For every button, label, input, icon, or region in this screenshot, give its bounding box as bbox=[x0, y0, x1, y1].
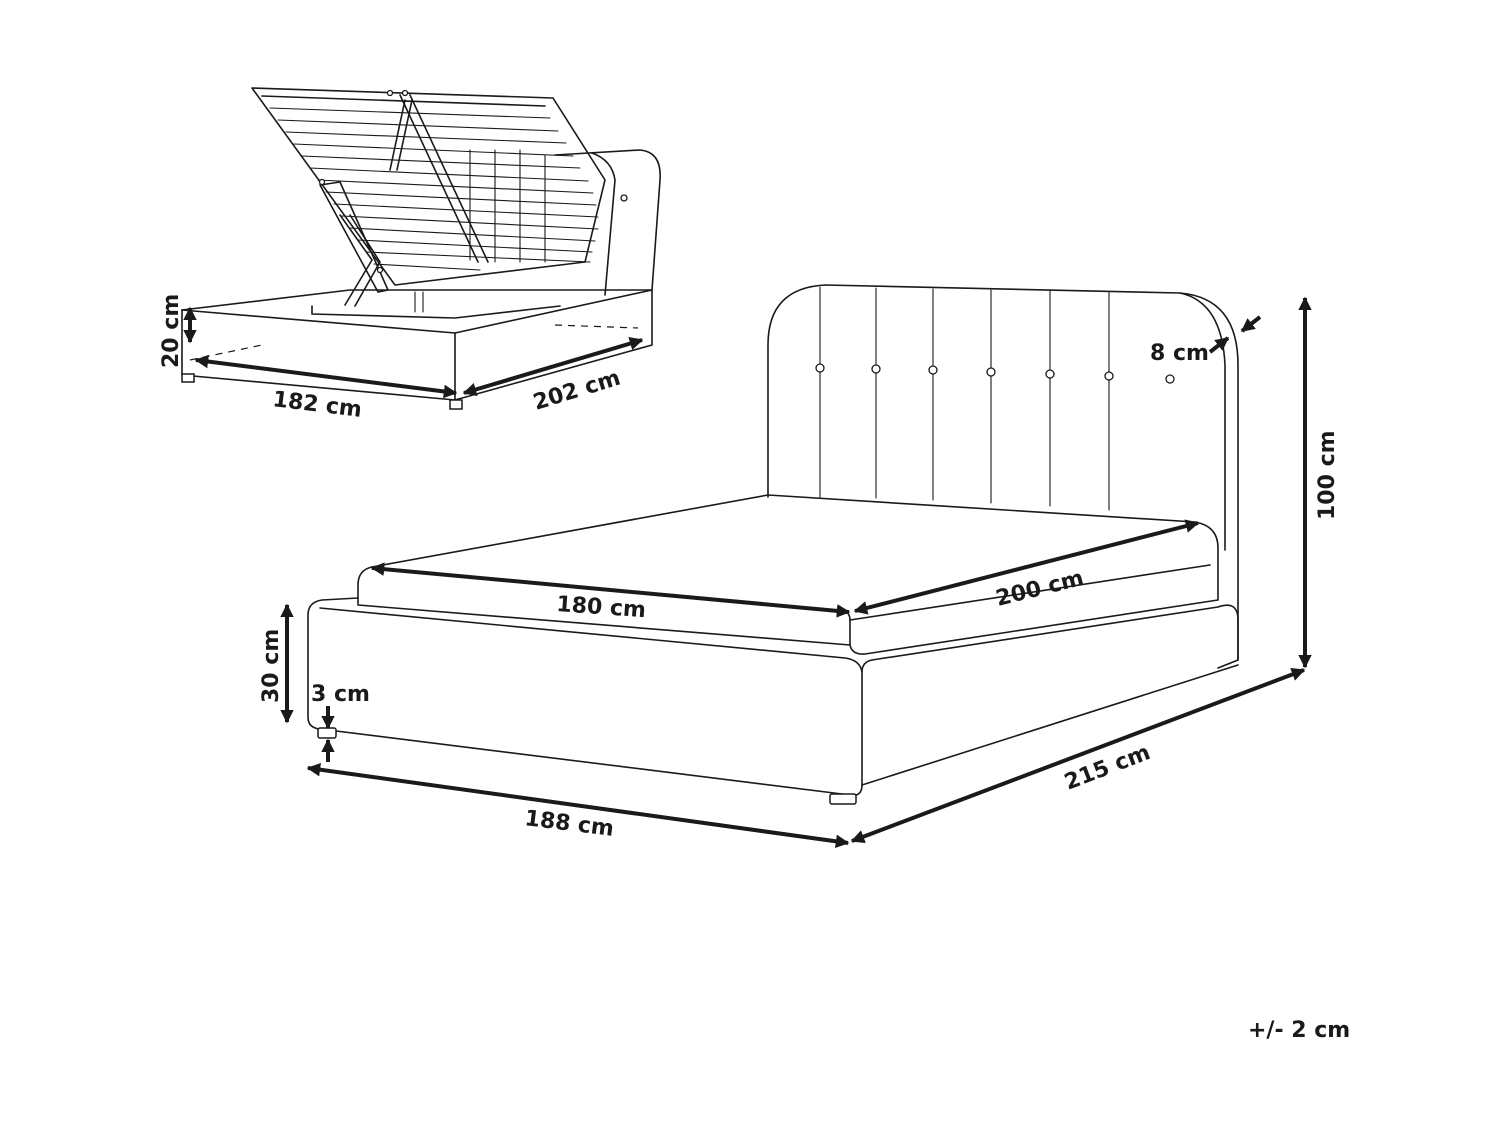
headboard-button bbox=[871, 364, 881, 374]
total-height-label: 100 cm bbox=[1315, 430, 1340, 520]
small-foot bbox=[181, 373, 195, 383]
storage-bed-illustration bbox=[181, 87, 661, 410]
headboard-button bbox=[1104, 371, 1114, 381]
frame-width-arrow bbox=[306, 762, 850, 849]
tolerance-note: +/- 2 cm bbox=[1248, 1018, 1350, 1043]
headboard-button bbox=[1165, 374, 1175, 384]
frame-height-label: 30 cm bbox=[259, 629, 284, 703]
base-front bbox=[307, 597, 863, 797]
main-bed-illustration bbox=[307, 284, 1239, 805]
headboard-button bbox=[1045, 369, 1055, 379]
small-headboard bbox=[554, 149, 661, 291]
storage-length-arrow bbox=[462, 336, 644, 397]
headboard-button bbox=[986, 367, 996, 377]
bed-leg bbox=[829, 793, 857, 805]
mattress-top bbox=[371, 494, 1219, 568]
bed-leg bbox=[317, 727, 337, 739]
storage-width-label: 182 cm bbox=[271, 387, 363, 423]
headboard-thickness-arrow-inner bbox=[1208, 336, 1230, 354]
storage-width-arrow bbox=[194, 354, 458, 399]
mattress-length-arrow bbox=[853, 519, 1200, 615]
headboard-button bbox=[928, 365, 938, 375]
storage-height-label: 20 cm bbox=[159, 294, 184, 368]
raised-slat-frame bbox=[251, 87, 606, 307]
mattress-width-label: 180 cm bbox=[556, 592, 647, 623]
mattress-width-arrow bbox=[370, 562, 851, 618]
total-length-label: 215 cm bbox=[1061, 740, 1154, 795]
small-headboard-button bbox=[620, 194, 628, 202]
storage-length-label: 202 cm bbox=[530, 366, 623, 416]
leg-height-label: 3 cm bbox=[311, 682, 370, 707]
headboard-button bbox=[815, 363, 825, 373]
headboard-thickness-arrow-outer bbox=[1240, 315, 1262, 333]
total-length-arrow bbox=[850, 667, 1306, 844]
headboard-thickness-label: 8 cm bbox=[1150, 341, 1209, 366]
frame-width-label: 188 cm bbox=[523, 806, 615, 842]
